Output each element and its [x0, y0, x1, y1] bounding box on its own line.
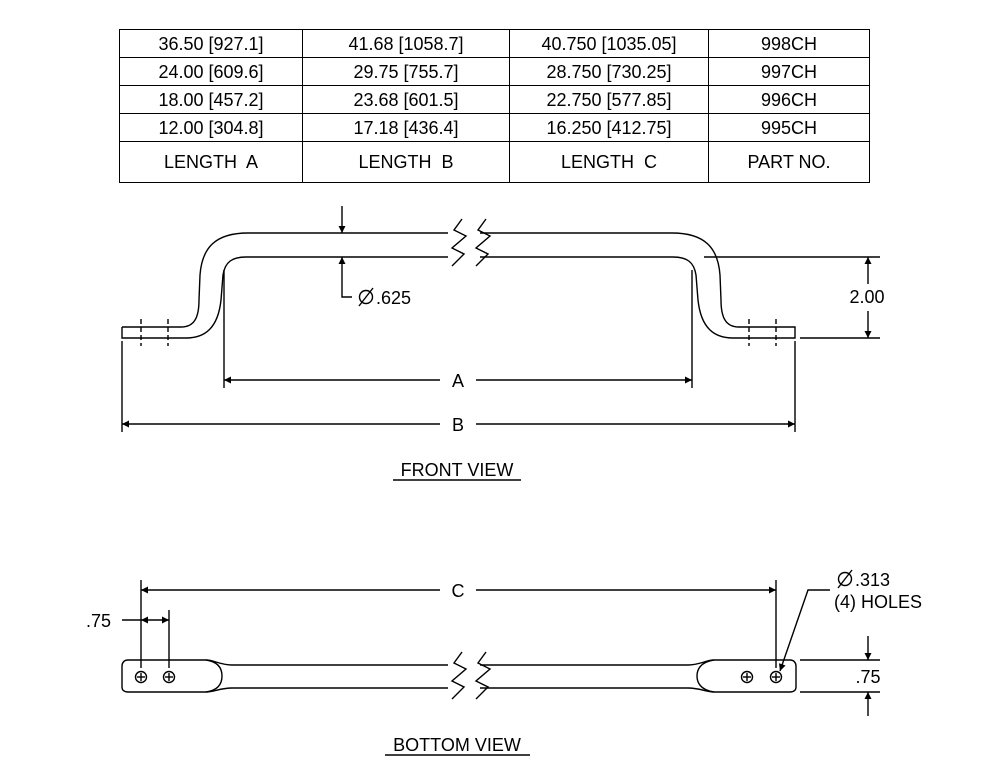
- dim-label-hole-diameter: .313: [855, 570, 890, 590]
- break-line-bottom-left: [450, 651, 468, 700]
- handle-inner-left: [122, 232, 448, 328]
- table-cell-length-a: 36.50 [927.1]: [119, 29, 303, 58]
- table-row: 24.00 [609.6] 29.75 [755.7] 28.750 [730.…: [119, 57, 870, 86]
- bottom-view: [121, 569, 880, 716]
- table-header-length-a: LENGTH A: [119, 141, 303, 183]
- table-header-row: LENGTH A LENGTH B LENGTH C PART NO.: [119, 141, 870, 183]
- handle-end-left: [121, 659, 448, 693]
- handle-end-right: [480, 659, 797, 693]
- handle-outer-right: [480, 232, 796, 339]
- table-cell-length-c: 28.750 [730.25]: [509, 57, 709, 86]
- dim-label-hole-count: (4) HOLES: [834, 592, 922, 612]
- table-cell-length-a: 12.00 [304.8]: [119, 113, 303, 142]
- table-row: 36.50 [927.1] 41.68 [1058.7] 40.750 [103…: [119, 29, 870, 58]
- dim-label-b: B: [452, 415, 464, 435]
- table-row: 18.00 [457.2] 23.68 [601.5] 22.750 [577.…: [119, 85, 870, 114]
- dim-label-c: C: [452, 581, 465, 601]
- mounting-holes: [134, 670, 783, 684]
- rod-taper-right: [696, 659, 715, 693]
- dim-label-diameter: .625: [376, 288, 411, 308]
- front-view: [121, 206, 880, 432]
- table-cell-part-no: 995CH: [708, 113, 870, 142]
- table-cell-length-b: 23.68 [601.5]: [302, 85, 510, 114]
- rod-taper-left: [205, 659, 223, 693]
- hole-centerlines-left: [140, 319, 777, 346]
- break-line-bottom-right: [474, 651, 492, 700]
- dim-label-a: A: [452, 371, 464, 391]
- front-view-title: FRONT VIEW: [401, 460, 514, 480]
- table-cell-length-c: 16.250 [412.75]: [509, 113, 709, 142]
- table-header-length-b: LENGTH B: [302, 141, 510, 183]
- bottom-view-title: BOTTOM VIEW: [393, 735, 521, 755]
- table-cell-part-no: 998CH: [708, 29, 870, 58]
- break-line-left: [450, 218, 468, 267]
- break-line-right: [474, 218, 492, 267]
- part-dimension-table: 36.50 [927.1] 41.68 [1058.7] 40.750 [103…: [119, 29, 870, 183]
- table-header-length-c: LENGTH C: [509, 141, 709, 183]
- table-cell-part-no: 996CH: [708, 85, 870, 114]
- table-cell-length-b: 41.68 [1058.7]: [302, 29, 510, 58]
- handle-outer-left: [121, 256, 448, 339]
- table-row: 12.00 [304.8] 17.18 [436.4] 16.250 [412.…: [119, 113, 870, 142]
- dim-label-height: 2.00: [849, 287, 884, 307]
- table-cell-part-no: 997CH: [708, 57, 870, 86]
- table-cell-length-b: 17.18 [436.4]: [302, 113, 510, 142]
- table-cell-length-b: 29.75 [755.7]: [302, 57, 510, 86]
- dim-label-width: .75: [855, 667, 880, 687]
- table-cell-length-c: 22.750 [577.85]: [509, 85, 709, 114]
- table-cell-length-a: 18.00 [457.2]: [119, 85, 303, 114]
- dim-label-left-offset: .75: [86, 611, 111, 631]
- table-header-part-no: PART NO.: [708, 141, 870, 183]
